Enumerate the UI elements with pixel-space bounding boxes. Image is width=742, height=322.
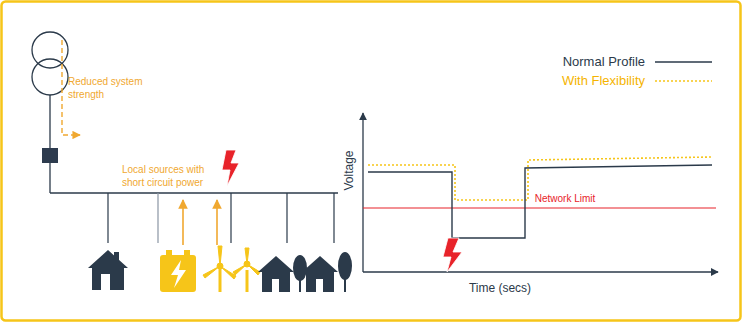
note-label: Local sources with short circuit power — [122, 164, 222, 189]
feeder-drops — [108, 193, 334, 243]
legend-text: With Flexibility — [562, 73, 645, 89]
transformer-symbol — [32, 32, 338, 193]
limit-label: Network Limit — [535, 193, 596, 206]
dashed-arrow — [62, 40, 80, 135]
chart-axes — [363, 113, 718, 272]
axis-label: Voltage — [341, 150, 356, 190]
fault-bolt — [222, 150, 239, 186]
houses-trees-icon — [258, 252, 352, 292]
source-arrows — [183, 200, 217, 245]
house-icon — [88, 250, 128, 290]
battery-icon — [160, 250, 196, 292]
axis-label: Time (secs) — [469, 281, 531, 296]
legend-sample — [655, 80, 712, 82]
legend-sample — [655, 61, 712, 62]
normal-profile — [368, 165, 712, 238]
wind-turbine-icon — [203, 246, 260, 292]
network-limit-line — [363, 207, 716, 208]
fault-bolt — [443, 238, 462, 272]
legend-text: Normal Profile — [563, 54, 645, 70]
note-label: Reduced system strength — [68, 76, 146, 101]
